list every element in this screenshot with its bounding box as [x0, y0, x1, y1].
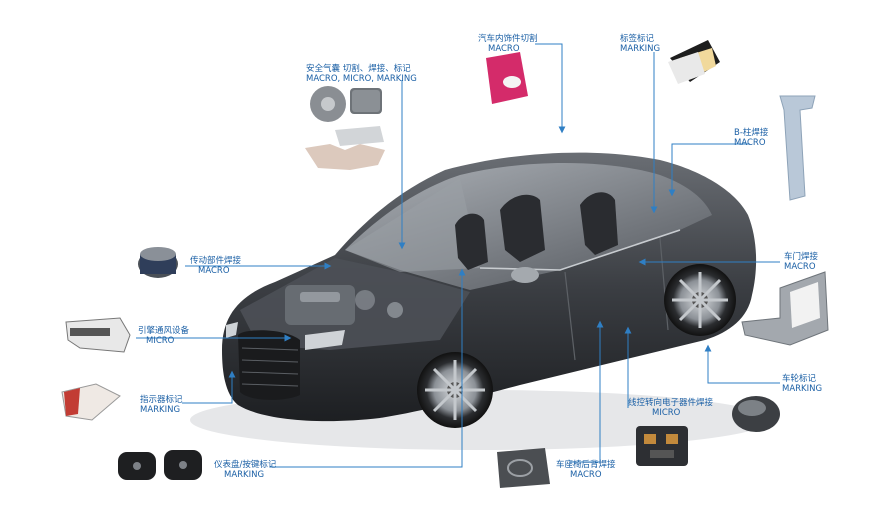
callout-door: 车门焊接 MACRO — [784, 252, 818, 272]
callout-wheel-zh: 车轮标记 — [782, 374, 817, 384]
headlight-left — [226, 322, 238, 338]
callout-wheel: 车轮标记 MARKING — [782, 374, 822, 394]
callout-indicator-zh: 指示器标记 — [140, 395, 183, 405]
callout-steering-zh: 线控转向电子器件焊接 — [628, 398, 714, 408]
callout-transmission-zh: 传动部件焊接 — [190, 256, 242, 266]
transmission-part-image — [138, 247, 178, 278]
callout-engine-vent-en: MICRO — [146, 336, 175, 346]
callout-dashboard: 仪表盘/按键标记 MARKING — [214, 460, 276, 480]
car-illustration — [190, 152, 770, 450]
interior-trim-image — [486, 52, 528, 104]
callout-airbag-zh: 安全气囊 切割、焊接、标记 — [306, 64, 411, 74]
indicator-image — [61, 383, 121, 421]
callout-label-marking-zh: 标签标记 — [620, 34, 655, 44]
callout-door-en: MACRO — [784, 262, 816, 272]
callout-wheel-en: MARKING — [782, 384, 823, 394]
callout-indicator: 指示器标记 MARKING — [140, 395, 183, 415]
label-marking-image — [668, 40, 720, 84]
callout-indicator-en: MARKING — [140, 405, 181, 415]
callout-transmission-en: MACRO — [198, 266, 230, 276]
callout-airbag-en: MACRO, MICRO, MARKING — [306, 74, 417, 84]
airbag-parts-image — [305, 86, 385, 170]
callout-seat-en: MACRO — [570, 470, 602, 480]
callout-interior-zh: 汽车内饰件切割 — [478, 34, 538, 44]
rear-wheel — [664, 264, 736, 336]
engine-block — [285, 285, 403, 325]
callout-label-marking: 标签标记 MARKING — [620, 34, 660, 54]
callout-interior-en: MACRO — [488, 44, 520, 54]
b-pillar-image — [779, 95, 816, 201]
callout-interior: 汽车内饰件切割 MACRO — [478, 34, 538, 54]
headlight-right — [305, 330, 345, 350]
callout-steering: 线控转向电子器件焊接 MICRO — [628, 398, 713, 418]
seat-back-image — [497, 448, 550, 488]
car-grille — [238, 330, 300, 400]
callout-engine-vent: 引擎通风设备 MICRO — [138, 326, 189, 346]
callout-b-pillar-en: MACRO — [734, 138, 766, 148]
side-mirror — [511, 267, 539, 283]
callout-steering-en: MICRO — [652, 408, 681, 418]
steering-electronics-image — [636, 426, 688, 466]
callout-b-pillar-zh: B-柱焊接 — [734, 128, 769, 138]
callout-airbag: 安全气囊 切割、焊接、标记 MACRO, MICRO, MARKING — [306, 64, 417, 84]
dashboard-buttons-image — [118, 450, 202, 480]
callout-dashboard-zh: 仪表盘/按键标记 — [214, 460, 277, 470]
callout-door-zh: 车门焊接 — [784, 252, 819, 262]
callout-dashboard-en: MARKING — [224, 470, 265, 480]
door-frame-image — [741, 271, 829, 346]
callout-label-marking-en: MARKING — [620, 44, 661, 54]
callout-transmission: 传动部件焊接 MACRO — [190, 256, 241, 276]
callout-seat-zh: 车座椅后背焊接 — [556, 460, 616, 470]
engine-vent-image — [65, 317, 131, 353]
front-wheel — [417, 352, 493, 428]
callout-engine-vent-zh: 引擎通风设备 — [138, 326, 190, 336]
callout-b-pillar: B-柱焊接 MACRO — [734, 128, 768, 148]
leader-lines — [136, 43, 780, 468]
wheel-marking-image — [732, 396, 780, 432]
callout-seat: 车座椅后背焊接 MACRO — [556, 460, 616, 480]
